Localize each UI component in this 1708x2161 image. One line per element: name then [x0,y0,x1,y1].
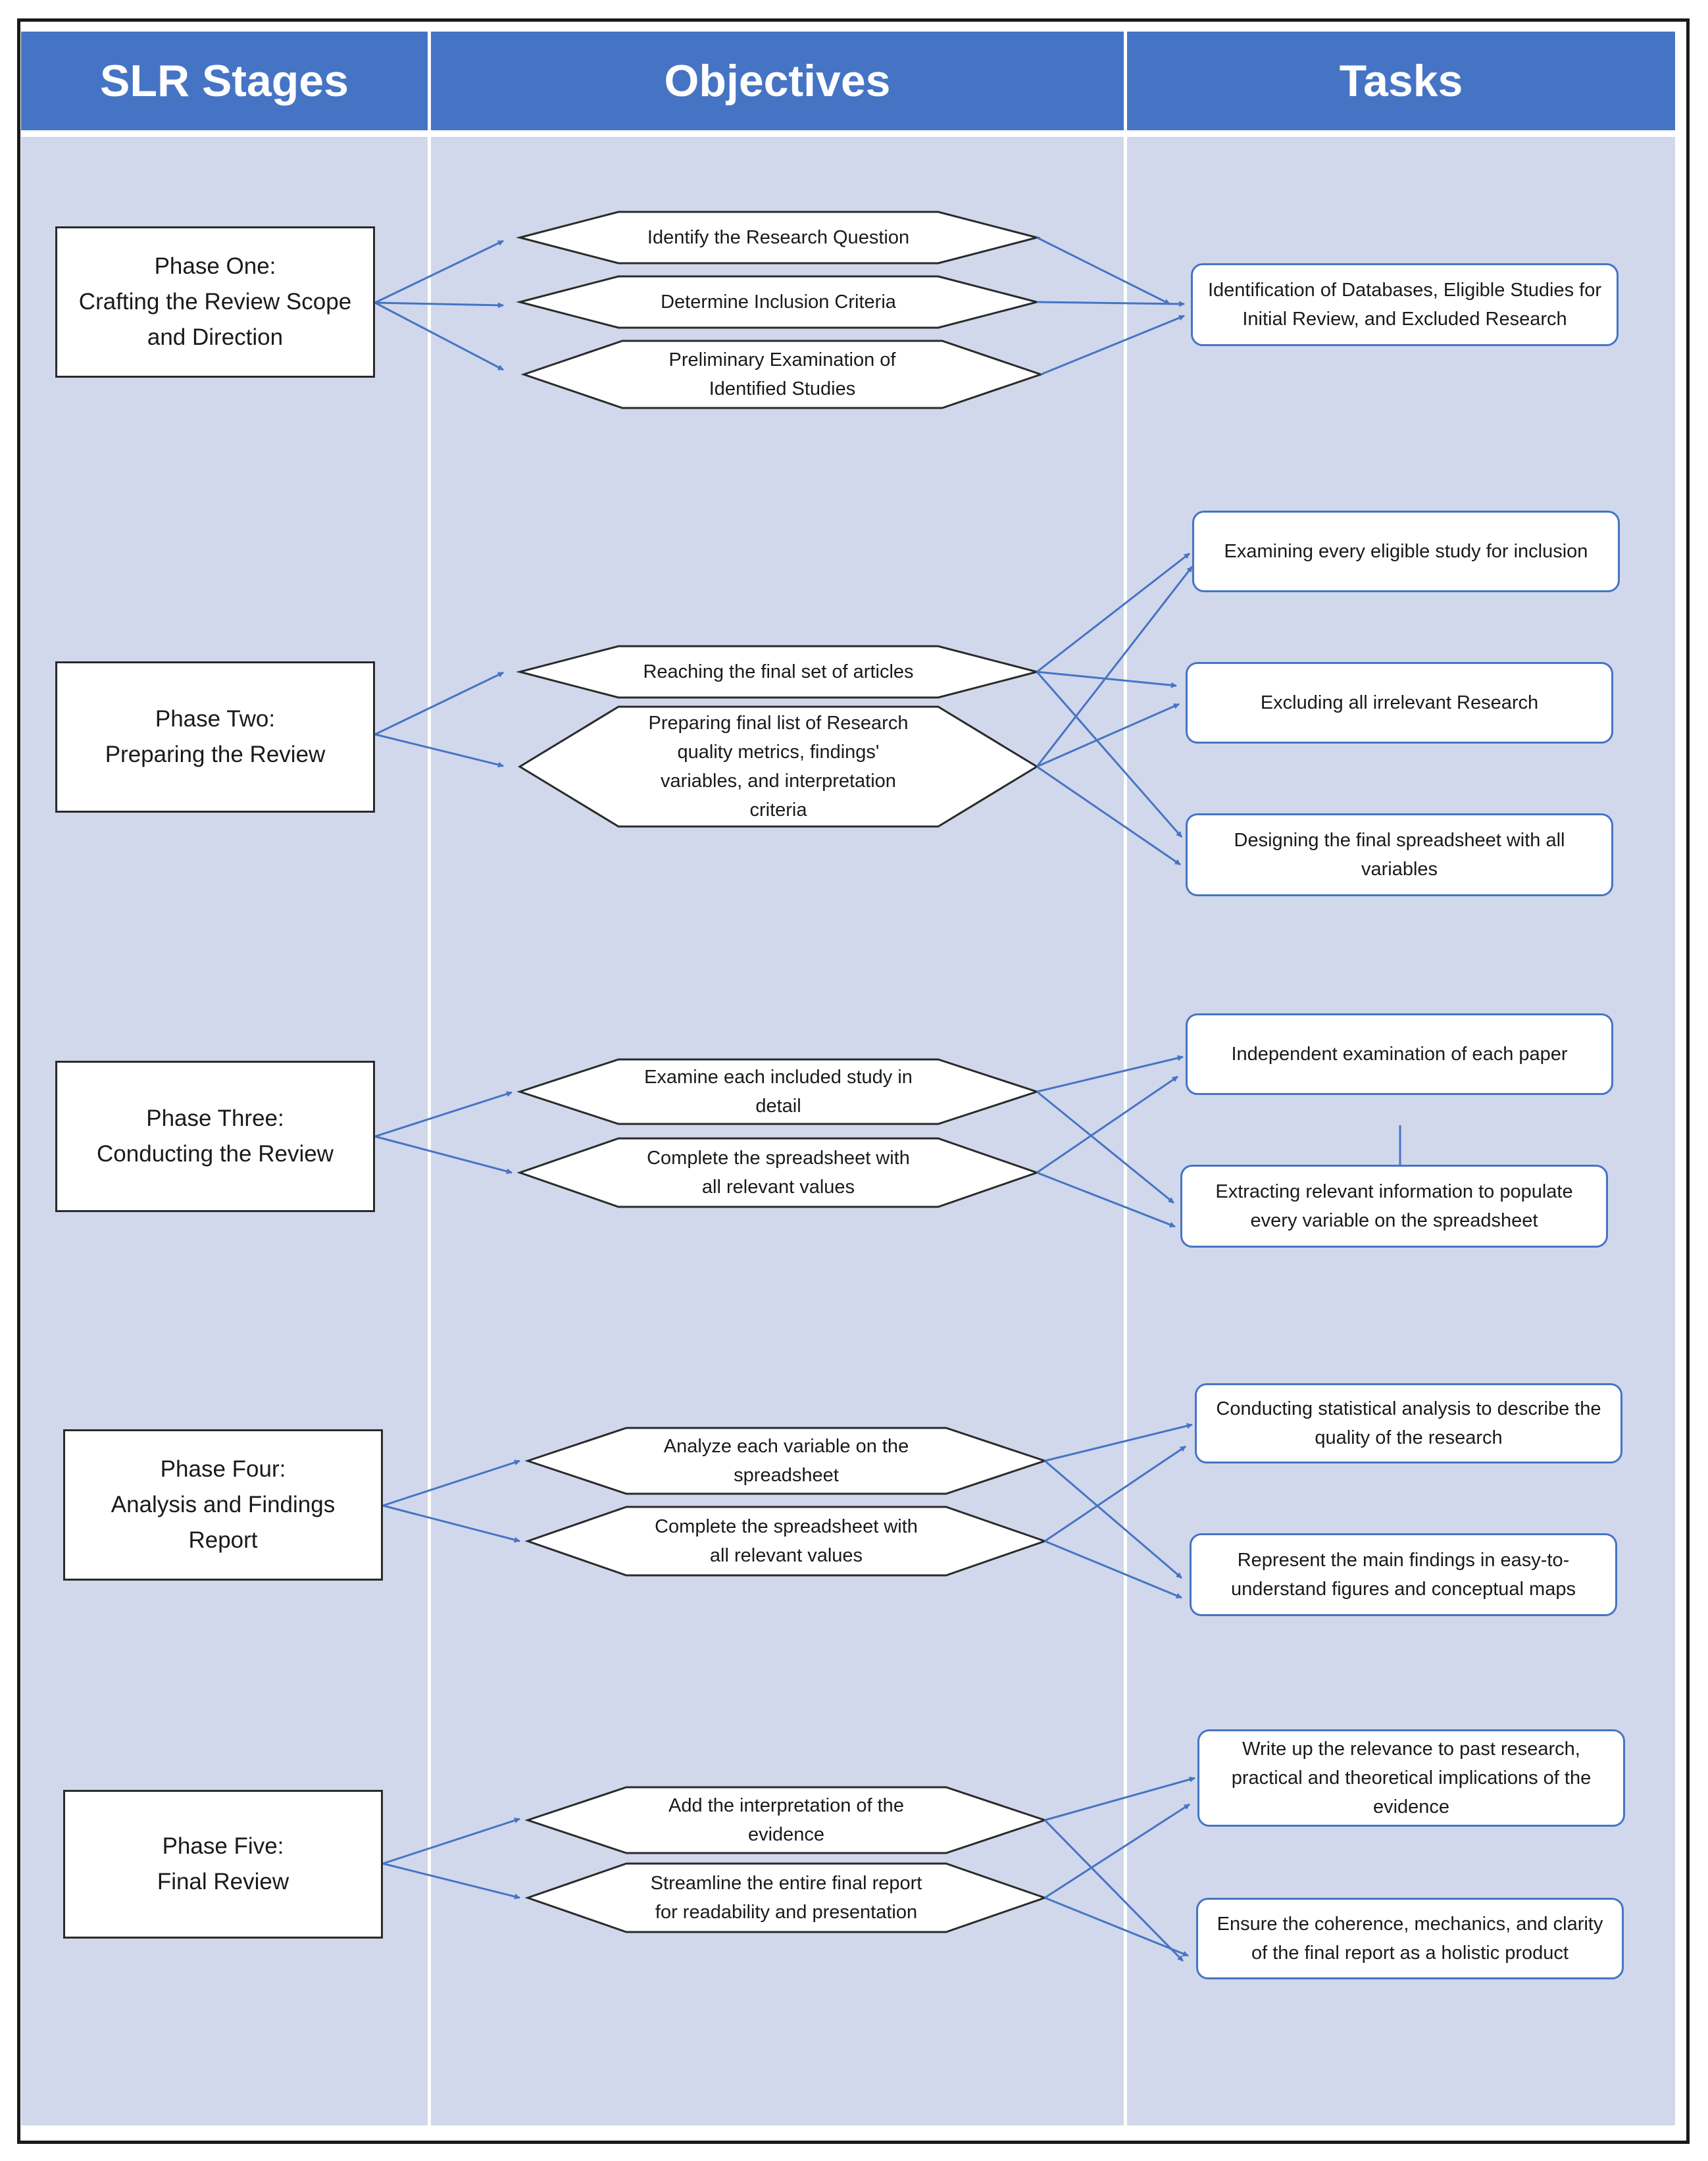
connector-arrow-2 [374,301,504,309]
header-slr-stages: SLR Stages [21,32,428,130]
task-box-2-label: Examining every eligible study for inclu… [1224,541,1588,562]
task-box-6-label: Extracting relevant information to popul… [1215,1181,1573,1231]
task-box-5: Independent examination of each paper [1186,1013,1613,1095]
objective-text-10-label: Add the interpretation of the evidence [668,1795,904,1845]
task-box-8: Represent the main findings in easy-to- … [1190,1533,1617,1616]
connector-arrow-25 [1044,1445,1186,1542]
column-divider-2 [1124,32,1127,2125]
objective-text-9-label: Complete the spreadsheet with all releva… [655,1516,918,1566]
objective-text-2: Determine Inclusion Criteria [520,276,1037,328]
objective-text-8: Analyze each variable on the spreadsheet [528,1428,1045,1494]
phase-box-1-label: Phase One: Crafting the Review Scope and… [78,253,352,350]
task-box-10: Ensure the coherence, mechanics, and cla… [1196,1898,1624,1979]
phase-box-2: Phase Two: Preparing the Review [55,661,375,813]
task-box-4-label: Designing the final spreadsheet with all… [1234,830,1565,880]
connector-arrow-29 [1044,1776,1195,1821]
phase-box-4-label: Phase Four: Analysis and Findings Report [111,1456,336,1553]
phase-box-5: Phase Five: Final Review [63,1790,383,1939]
connector-arrow-21 [382,1460,520,1507]
connector-arrow-22 [382,1504,520,1543]
connector-arrow-3 [374,301,504,371]
task-box-3-label: Excluding all irrelevant Research [1260,692,1539,713]
task-box-1-label: Identification of Databases, Eligible St… [1207,280,1602,330]
objective-text-7: Complete the spreadsheet with all releva… [520,1138,1037,1207]
task-box-1: Identification of Databases, Eligible St… [1191,263,1619,346]
objective-text-10: Add the interpretation of the evidence [528,1787,1045,1853]
phase-box-4: Phase Four: Analysis and Findings Report [63,1429,383,1581]
connector-arrow-14 [1036,765,1181,866]
objective-text-6-label: Examine each included study in detail [644,1067,913,1117]
connector-arrow-20 [1036,1171,1176,1228]
objective-text-3: Preliminary Examination of Identified St… [524,341,1041,408]
objective-text-5: Preparing final list of Research quality… [520,707,1037,826]
connector-arrow-27 [382,1818,520,1865]
phase-box-3-label: Phase Three: Conducting the Review [97,1106,334,1167]
task-box-9-label: Write up the relevance to past research,… [1231,1739,1592,1818]
connector-arrow-9 [1036,552,1190,673]
connector-arrow-10 [1036,671,1177,688]
objective-text-4-label: Reaching the final set of articles [643,661,914,682]
connector-arrow-18 [1036,1090,1174,1204]
task-box-9: Write up the relevance to past research,… [1197,1729,1625,1827]
column-divider-1 [428,32,431,2125]
header-objectives: Objectives [431,32,1124,130]
connector-arrow-19 [1036,1075,1178,1174]
connector-arrow-7 [374,671,504,736]
task-box-3: Excluding all irrelevant Research [1186,662,1613,744]
connector-arrow-17 [1036,1055,1184,1093]
task-box-4: Designing the final spreadsheet with all… [1186,813,1613,896]
connector-arrow-26 [1044,1540,1182,1599]
header-divider [21,130,1675,137]
objective-text-1: Identify the Research Question [520,212,1037,263]
objective-text-5-label: Preparing final list of Research quality… [648,713,909,821]
objective-text-6: Examine each included study in detail [520,1059,1037,1124]
connector-arrow-28 [382,1862,520,1900]
task-box-6: Extracting relevant information to popul… [1180,1165,1608,1248]
connector-arrow-31 [1044,1803,1190,1899]
objective-text-3-label: Preliminary Examination of Identified St… [668,349,896,399]
task-box-7-label: Conducting statistical analysis to descr… [1216,1398,1601,1448]
objective-text-9: Complete the spreadsheet with all releva… [528,1507,1045,1575]
objective-text-7-label: Complete the spreadsheet with all releva… [647,1148,910,1198]
task-box-10-label: Ensure the coherence, mechanics, and cla… [1217,1914,1603,1964]
connector-arrow-4 [1036,236,1170,305]
header-tasks: Tasks [1127,32,1675,130]
connector-arrow-5 [1036,301,1185,307]
connector-arrow-16 [374,1135,513,1175]
objective-text-11-label: Streamline the entire final report for r… [650,1873,922,1923]
objective-text-4: Reaching the final set of articles [520,646,1037,698]
task-box-2: Examining every eligible study for inclu… [1192,511,1620,592]
connector-arrow-6 [1040,315,1185,376]
objective-text-1-label: Identify the Research Question [647,227,910,248]
connector-arrow-15 [374,1091,513,1138]
objective-text-11: Streamline the entire final report for r… [528,1864,1045,1932]
connector-arrow-23 [1044,1423,1193,1462]
task-box-7: Conducting statistical analysis to descr… [1195,1383,1622,1463]
connector-arrow-24 [1044,1460,1182,1579]
connector-arrow-30 [1043,1819,1184,1962]
objective-text-2-label: Determine Inclusion Criteria [661,292,896,313]
task-box-8-label: Represent the main findings in easy-to- … [1231,1550,1576,1600]
connector-arrow-12 [1036,566,1193,767]
phase-box-2-label: Phase Two: Preparing the Review [105,706,326,767]
connector-arrow-13 [1036,703,1180,768]
connector-arrow-1 [374,240,504,304]
phase-box-5-label: Phase Five: Final Review [157,1833,289,1894]
objective-text-8-label: Analyze each variable on the spreadsheet [663,1436,909,1486]
phase-box-3: Phase Three: Conducting the Review [55,1061,375,1212]
connector-arrow-8 [374,733,504,768]
connector-arrow-32 [1044,1896,1189,1957]
task-box-5-label: Independent examination of each paper [1231,1044,1568,1065]
connector-arrow-11 [1036,671,1183,838]
phase-box-1: Phase One: Crafting the Review Scope and… [55,226,375,378]
